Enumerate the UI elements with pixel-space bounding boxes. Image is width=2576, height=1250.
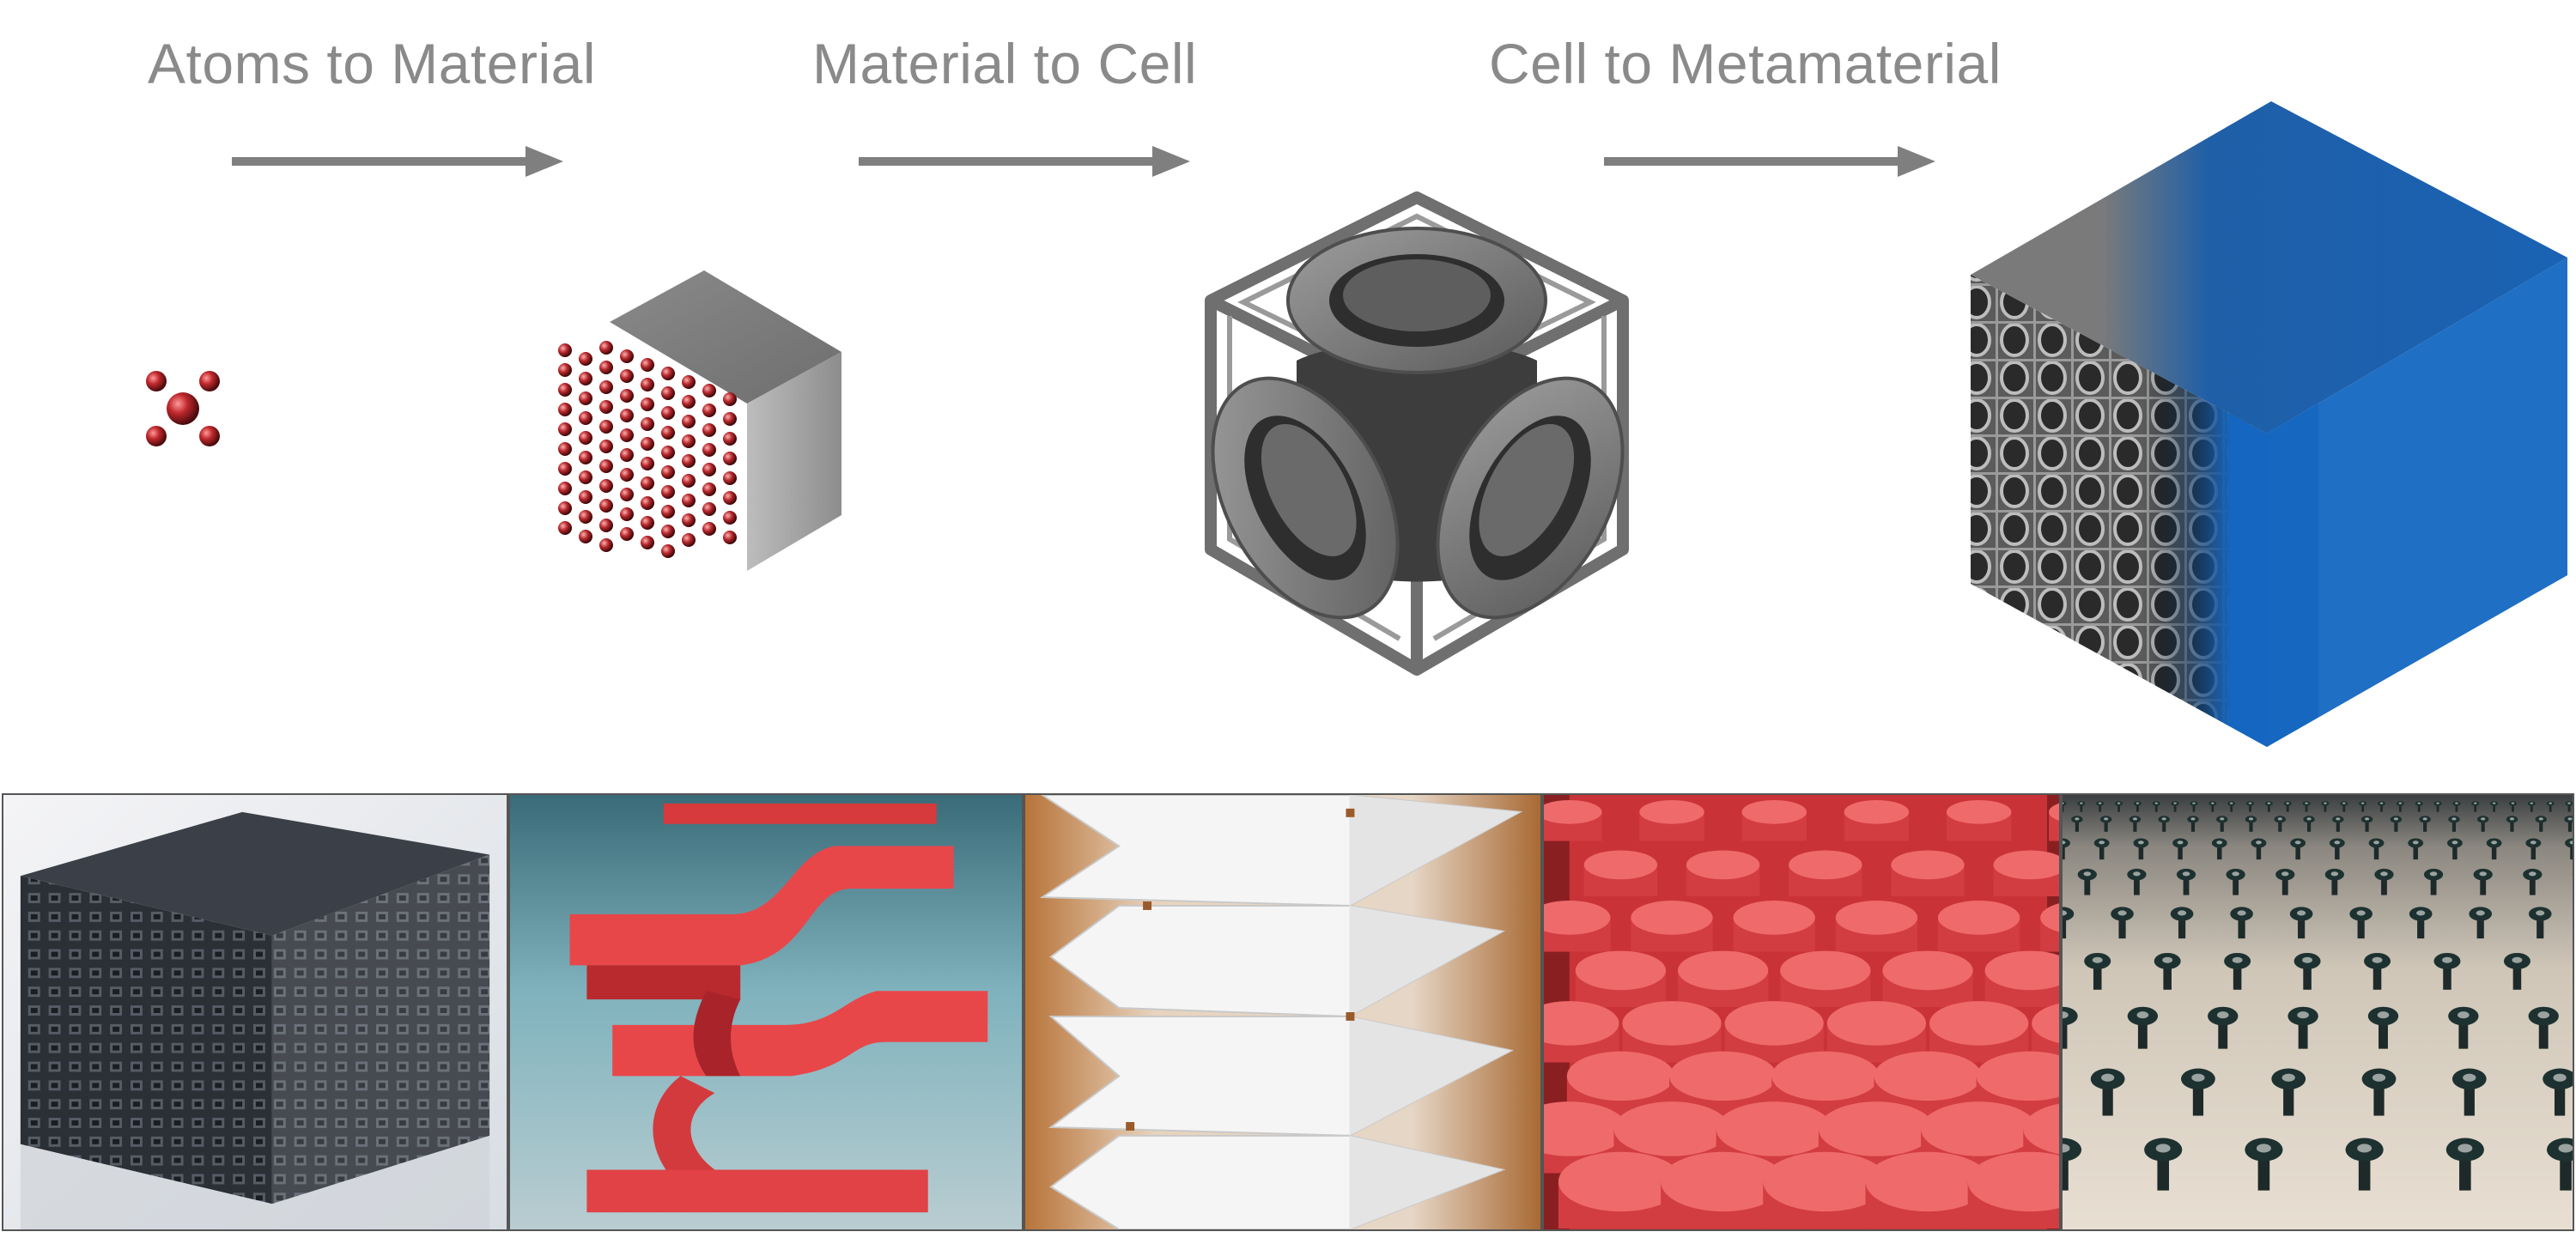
arrow-right-icon <box>1604 146 1935 177</box>
photo-row <box>2 793 2574 1231</box>
metamaterial-block-figure <box>1971 101 2567 747</box>
material-cube-figure <box>558 270 841 571</box>
stage-label-material-to-cell: Material to Cell <box>812 32 1198 95</box>
black-lattice-block-photo <box>2 793 508 1231</box>
atoms-cluster-figure <box>146 371 220 446</box>
unit-cell-figure <box>1205 191 1629 676</box>
red-curved-print-photo <box>508 793 1024 1231</box>
stage-label-atoms-to-material: Atoms to Material <box>148 32 596 95</box>
arrow-right-icon <box>859 146 1190 177</box>
red-cylinder-array-photo <box>1542 793 2061 1231</box>
black-screw-array-photo <box>2061 793 2574 1231</box>
white-origami-fold-photo <box>1024 793 1542 1231</box>
arrow-right-icon <box>232 146 563 177</box>
stage-label-cell-to-metamaterial: Cell to Metamaterial <box>1489 32 2002 95</box>
